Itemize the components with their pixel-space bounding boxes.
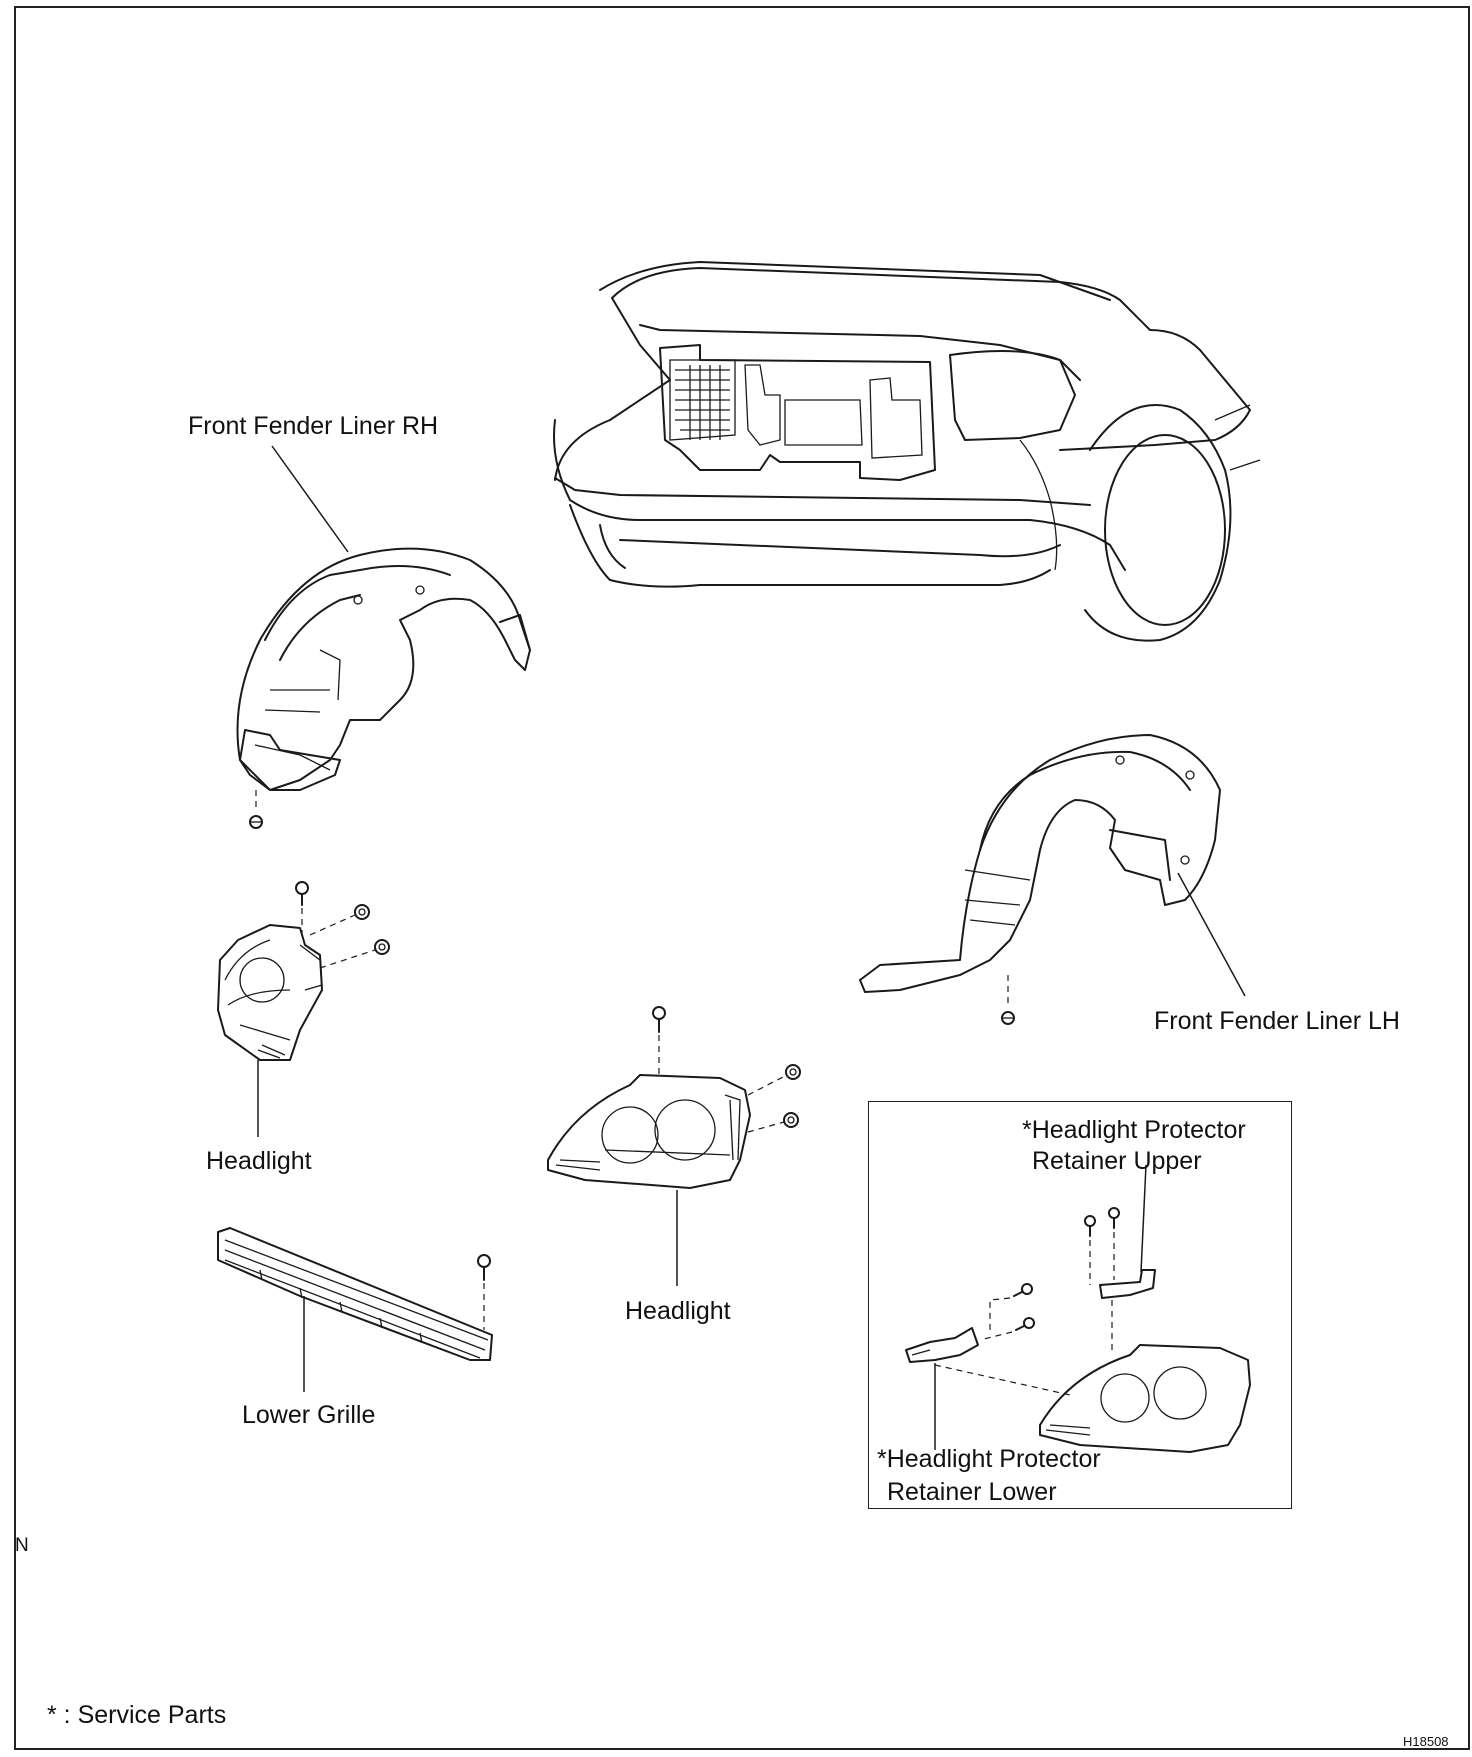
label-front-fender-liner-lh: Front Fender Liner LH [1154, 1007, 1400, 1035]
leader-front-fender-liner-rh [271, 445, 349, 553]
headlight-center-illustration [547, 1074, 751, 1189]
lower-grille-screw-icon [477, 1254, 491, 1281]
inset-headlight-illustration [1039, 1344, 1251, 1453]
diagram-frame [14, 6, 1470, 1750]
figure-id: H18508 [1403, 1734, 1449, 1749]
inset-screw-mid-lower-icon [1015, 1317, 1035, 1331]
lh-liner-screw-icon [1001, 1011, 1015, 1025]
inset-fastener-dashes [934, 1232, 1115, 1396]
headlight-left-nut-dash [309, 914, 376, 969]
front-fender-liner-lh-illustration [859, 734, 1221, 993]
headlight-left-nut-lower-icon [374, 939, 390, 955]
headlight-left-illustration [217, 924, 323, 1061]
lower-grille-illustration [217, 1227, 493, 1361]
headlight-center-nut-lower-icon [783, 1112, 799, 1128]
inset-screw-upper-right-icon [1108, 1207, 1120, 1229]
retainer-lower-illustration [905, 1327, 979, 1363]
label-n-mark: N [15, 1535, 29, 1556]
vehicle-front-illustration [553, 261, 1261, 642]
leader-retainer-upper [1140, 1164, 1147, 1273]
rh-liner-screw-icon [249, 815, 263, 829]
inset-screw-mid-upper-icon [1013, 1283, 1033, 1297]
label-retainer-lower-line1: *Headlight Protector [877, 1445, 1101, 1473]
headlight-left-nut-upper-icon [354, 904, 370, 920]
retainer-upper-illustration [1099, 1269, 1156, 1299]
headlight-center-bolt-icon [652, 1006, 666, 1033]
inset-screw-upper-left-icon [1084, 1215, 1096, 1237]
label-lower-grille: Lower Grille [242, 1401, 376, 1429]
label-front-fender-liner-rh: Front Fender Liner RH [188, 412, 439, 440]
leader-front-fender-liner-lh [1177, 872, 1246, 997]
label-headlight-center: Headlight [625, 1297, 731, 1325]
service-parts-inset [868, 1101, 1292, 1509]
label-retainer-upper-line2: Retainer Upper [1032, 1147, 1202, 1175]
service-parts-legend: * : Service Parts [47, 1701, 227, 1729]
label-headlight-left: Headlight [206, 1147, 312, 1175]
front-fender-liner-rh-illustration [236, 547, 531, 791]
label-retainer-upper-line1: *Headlight Protector [1022, 1116, 1246, 1144]
label-retainer-lower-line2: Retainer Lower [887, 1478, 1057, 1506]
headlight-center-nut-upper-icon [785, 1064, 801, 1080]
headlight-left-bolt-icon [295, 881, 309, 906]
headlight-center-nut-dash [747, 1075, 786, 1133]
